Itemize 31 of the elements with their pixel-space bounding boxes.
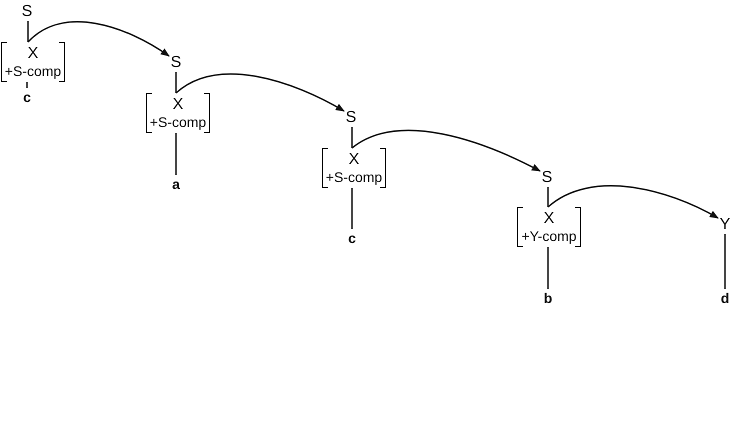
node-label: S xyxy=(19,3,35,21)
leaf-label: b xyxy=(540,289,556,307)
node-label: S xyxy=(168,54,184,72)
node-label: S xyxy=(343,109,359,127)
tree-branch-line xyxy=(351,188,353,229)
feature-label: +S-comp xyxy=(4,63,62,80)
leaf-label: c xyxy=(19,88,35,106)
feature-label: +S-comp xyxy=(150,114,206,131)
feature-label: +Y-comp xyxy=(521,228,577,245)
curved-arrow xyxy=(176,73,345,112)
leaf-label: d xyxy=(717,289,733,307)
leaf-label: c xyxy=(344,229,360,247)
tree-branch-line xyxy=(26,82,28,88)
tree-branch-line xyxy=(175,133,177,175)
category-label: X xyxy=(28,45,38,63)
tree-branch-line xyxy=(547,187,549,207)
curved-arrow xyxy=(548,185,719,219)
node-label: Y xyxy=(717,216,733,234)
category-label: X xyxy=(172,96,184,114)
node-label: S xyxy=(539,169,555,187)
tree-branch-line xyxy=(351,127,353,148)
leaf-label: a xyxy=(168,175,184,193)
feature-label: +S-comp xyxy=(326,169,382,186)
tree-branch-line xyxy=(175,72,177,93)
tree-branch-line xyxy=(547,247,549,289)
curved-arrow xyxy=(28,21,170,57)
category-label: X xyxy=(544,210,554,228)
tree-branch-line xyxy=(27,21,29,42)
curved-arrow xyxy=(352,130,541,172)
category-label: X xyxy=(348,151,360,169)
tree-branch-line xyxy=(724,234,726,289)
